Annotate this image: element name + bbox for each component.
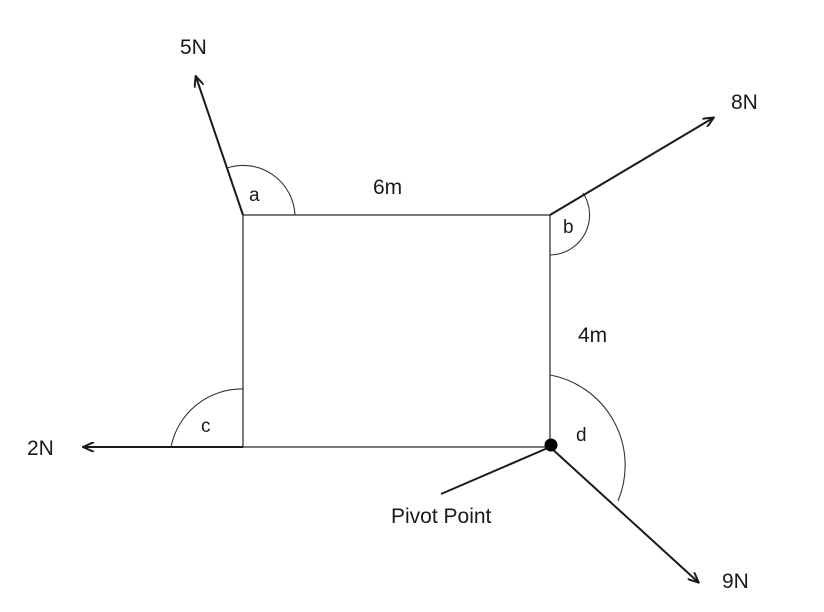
angle-label-d: d [576, 425, 587, 446]
angle-label-a: a [249, 185, 260, 206]
pivot-point-dot [544, 438, 558, 452]
angle-label-c: c [201, 416, 211, 437]
dimension-label-height: 4m [578, 324, 608, 347]
force-arrow-8n [549, 118, 713, 216]
dimension-label-width: 6m [373, 176, 403, 199]
angle-arc-c [170, 388, 244, 448]
angle-arc-d [549, 374, 626, 502]
angle-label-b: b [563, 217, 574, 238]
angle-arc-b [549, 192, 591, 256]
force-arrow-5n [196, 77, 244, 216]
force-arrow-9n [549, 446, 698, 582]
pivot-point-label: Pivot Point [391, 505, 492, 528]
force-label-9n: 9N [722, 570, 749, 593]
force-label-5n: 5N [180, 36, 207, 59]
force-label-8n: 8N [731, 91, 758, 114]
angle-arc-a [226, 164, 296, 216]
force-label-2n: 2N [27, 437, 54, 460]
pivot-leader-line [440, 446, 551, 495]
rectangle-body [242, 214, 551, 448]
